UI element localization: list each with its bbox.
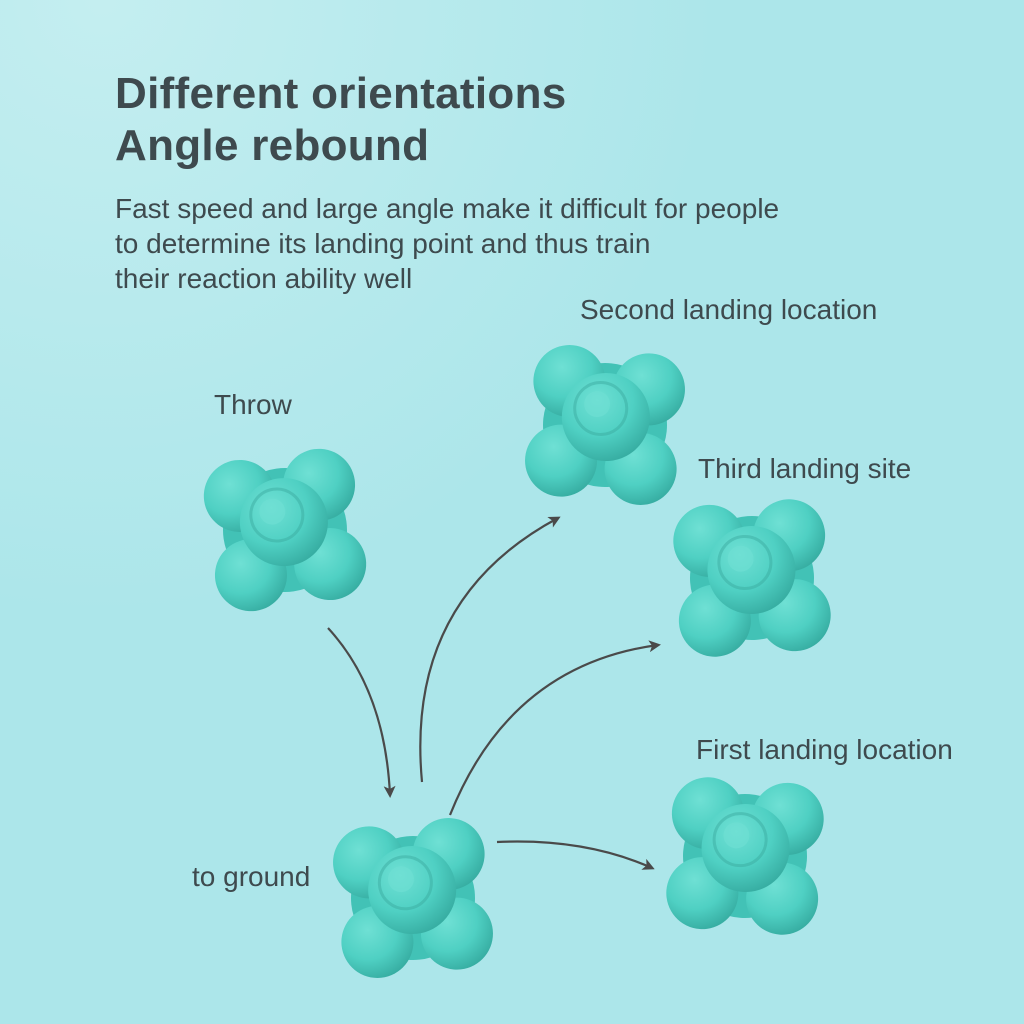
ball-third-landing-icon — [669, 495, 835, 661]
ball-first-landing-icon — [662, 773, 828, 939]
label-to-ground: to ground — [192, 861, 311, 892]
label-first-landing: First landing location — [696, 734, 953, 765]
label-throw: Throw — [214, 389, 292, 420]
arrow-throw-to-ground — [327, 627, 396, 798]
description-line-2: to determine its landing point and thus … — [115, 228, 651, 259]
headline-line-1: Different orientations — [115, 69, 567, 118]
ball-second-landing-icon — [519, 339, 691, 511]
label-third-landing: Third landing site — [698, 453, 912, 484]
description-line-3: their reaction ability well — [115, 263, 413, 294]
arrow-to-second-landing — [419, 516, 561, 783]
arrow-to-third-landing — [448, 640, 661, 816]
headline-line-2: Angle rebound — [115, 121, 430, 170]
ball-throw-icon — [197, 442, 373, 618]
description-line-1: Fast speed and large angle make it diffi… — [115, 193, 780, 224]
label-second-landing: Second landing location — [580, 294, 878, 325]
arrow-to-first-landing — [496, 840, 655, 870]
ball-ground-icon — [327, 812, 499, 984]
